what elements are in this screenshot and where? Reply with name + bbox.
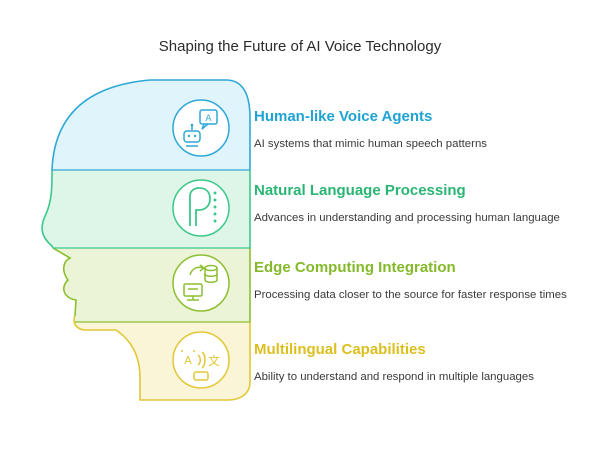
language-processing-icon xyxy=(172,179,230,237)
svg-text:A: A xyxy=(184,354,192,367)
item-nlp: Natural Language Processing Advances in … xyxy=(254,182,584,226)
item-voice-agents: Human-like Voice Agents AI systems that … xyxy=(254,108,584,152)
item-heading: Edge Computing Integration xyxy=(254,259,456,276)
item-edge-computing: Edge Computing Integration Processing da… xyxy=(254,259,584,303)
item-heading: Multilingual Capabilities xyxy=(254,341,426,358)
item-description: Advances in understanding and processing… xyxy=(254,212,560,224)
svg-text:A: A xyxy=(205,114,212,124)
item-multilingual: Multilingual Capabilities Ability to und… xyxy=(254,341,584,385)
item-heading: Human-like Voice Agents xyxy=(254,108,433,125)
svg-text:文: 文 xyxy=(208,353,220,368)
item-description: Processing data closer to the source for… xyxy=(254,289,567,301)
robot-speech-icon: A xyxy=(172,99,230,157)
page-title: Shaping the Future of AI Voice Technolog… xyxy=(158,38,442,55)
edge-computing-icon xyxy=(172,254,230,312)
translate-icon: A 文 xyxy=(172,331,230,389)
item-description: Ability to understand and respond in mul… xyxy=(254,371,534,383)
item-description: AI systems that mimic human speech patte… xyxy=(254,138,487,150)
item-heading: Natural Language Processing xyxy=(254,182,466,199)
